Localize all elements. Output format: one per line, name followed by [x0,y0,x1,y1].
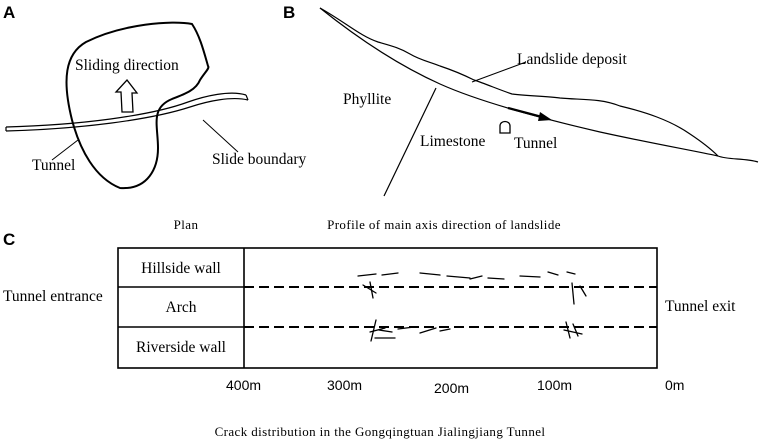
crack-marks [357,271,587,342]
sliding-direction-arrow [114,78,139,113]
tunnel-label-b: Tunnel [514,135,557,152]
slide-boundary-leader-line [202,119,239,153]
tunnel-label-a: Tunnel [32,157,75,174]
row-label-arch: Arch [166,299,197,316]
distance-tick-300m: 300m [327,377,362,393]
panel-b: B Landslide deposit Phyllite Limestone T… [283,3,759,232]
panel-b-caption: Profile of main axis direction of landsl… [327,217,561,232]
slide-arrow-head [538,112,552,121]
tunnel-development-frame [117,247,658,369]
panel-b-letter: B [283,3,295,22]
distance-tick-400m: 400m [226,377,261,393]
panel-c: C Hillside wall Arch Riverside wall Tunn… [3,230,736,439]
distance-tick-200m: 200m [434,380,469,396]
slide-boundary-label: Slide boundary [212,151,307,168]
panel-a-letter: A [3,3,15,22]
row-label-riverside-wall: Riverside wall [136,339,226,356]
tunnel-leader-line [51,139,79,161]
panel-a: A Sliding direction Tunnel Slide boundar… [3,3,307,232]
landslide-deposit-label: Landslide deposit [517,51,627,68]
tunnel-section-icon [499,120,511,134]
tunnel-exit-label: Tunnel exit [665,298,736,315]
panel-a-caption: Plan [174,217,199,232]
distance-tick-100m: 100m [537,377,572,393]
panel-c-letter: C [3,230,15,249]
landslide-deposit-leader-line [471,61,527,83]
panel-c-caption: Crack distribution in the Gongqingtuan J… [215,424,546,439]
limestone-label: Limestone [420,133,486,150]
slide-arrow-shaft [507,106,543,119]
slide-boundary-outline [65,21,210,190]
ground-surface-line [319,7,759,163]
phyllite-label: Phyllite [343,91,391,108]
tunnel-entrance-label: Tunnel entrance [3,288,103,305]
tunnel-plan [5,92,249,132]
row-label-hillside-wall: Hillside wall [141,260,221,277]
lithology-contact-line [383,87,437,197]
deposit-base-line [319,7,719,157]
sliding-direction-label: Sliding direction [75,57,179,74]
distance-tick-0m: 0m [665,377,684,393]
